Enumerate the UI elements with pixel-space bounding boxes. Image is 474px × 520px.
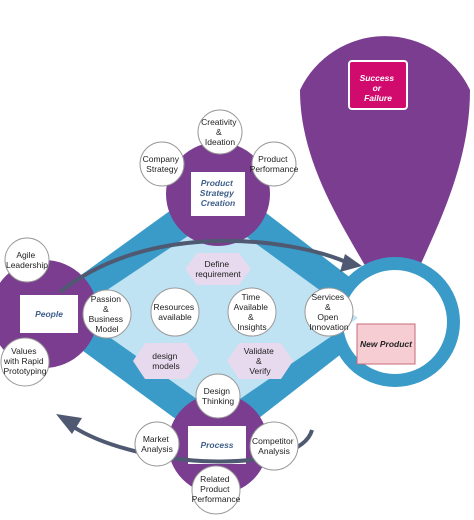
svg-text:Company Strategy: Company Strategy xyxy=(143,154,182,174)
people-hub-box xyxy=(20,295,78,333)
product-performance-node: Product Performance xyxy=(250,141,299,187)
values-rapid-prototyping-node: Values with Rapid Prototyping xyxy=(0,337,50,387)
agile-leadership-node: Agile Leadership xyxy=(4,237,50,283)
process-hub-label: Process xyxy=(200,440,233,450)
design-thinking-node: Design Thinking xyxy=(195,373,241,419)
svg-text:Time Available &: Time Available & Insights xyxy=(234,292,271,332)
svg-text:Product Performance: Product Performance xyxy=(250,154,299,174)
svg-text:Services & Open: Services & Open Innovation xyxy=(309,292,348,332)
feedback-arrow xyxy=(56,414,314,464)
related-product-performance-node: Related Product Performance xyxy=(191,465,241,515)
passion-business-model-node: Passion & Business Model xyxy=(82,289,132,339)
svg-text:Passion & Business: Passion & Business Model xyxy=(89,294,126,334)
arrow-to-new-product xyxy=(58,238,362,294)
svg-text:Values with Rapid: Values with Rapid Prototyping xyxy=(3,346,47,376)
competitor-analysis-node: Competitor Analysis xyxy=(249,421,299,471)
time-available-insights-node: Time Available & Insights xyxy=(227,287,277,337)
svg-text:Market Analysis: Market Analysis xyxy=(141,434,173,454)
validate-verify-hexagon: Validate & Verify xyxy=(227,343,293,379)
strategy-hub-box xyxy=(191,172,245,216)
services-open-innovation-node: Services & Open Innovation xyxy=(304,287,354,337)
design-models-hexagon: design models xyxy=(133,343,199,379)
company-strategy-node: Company Strategy xyxy=(139,141,185,187)
strategy-hub-label: Product Strategy Creation xyxy=(200,178,236,208)
resources-available-node: Resources available xyxy=(150,287,200,337)
new-product-box xyxy=(356,323,416,365)
svg-text:Define requirement: Define requirement xyxy=(195,259,241,279)
svg-text:Agile Leadership: Agile Leadership xyxy=(6,250,48,270)
process-hub-box xyxy=(188,426,246,464)
svg-text:Validate & Verify: Validate & Verify xyxy=(244,346,276,376)
people-hub-label: People xyxy=(35,309,63,319)
svg-text:Competitor Analysis: Competitor Analysis xyxy=(252,436,296,456)
svg-text:Resources available: Resources available xyxy=(153,302,196,322)
creativity-ideation-node: Creativity & Ideation xyxy=(197,109,243,155)
svg-text:Design Thinking: Design Thinking xyxy=(202,386,234,406)
svg-text:Creativity & Ideat: Creativity & Ideation xyxy=(201,117,239,147)
new-product-label: New Product xyxy=(360,339,413,349)
success-label: Success or Failure xyxy=(360,73,397,103)
success-box xyxy=(348,60,408,110)
market-analysis-node: Market Analysis xyxy=(134,421,180,467)
define-requirement-hexagon: Define requirement xyxy=(185,253,251,285)
success-pin: Success or Failure xyxy=(300,36,470,331)
svg-text:design models: design models xyxy=(152,351,179,371)
svg-text:Related Product Pe: Related Product Performance xyxy=(192,474,241,504)
